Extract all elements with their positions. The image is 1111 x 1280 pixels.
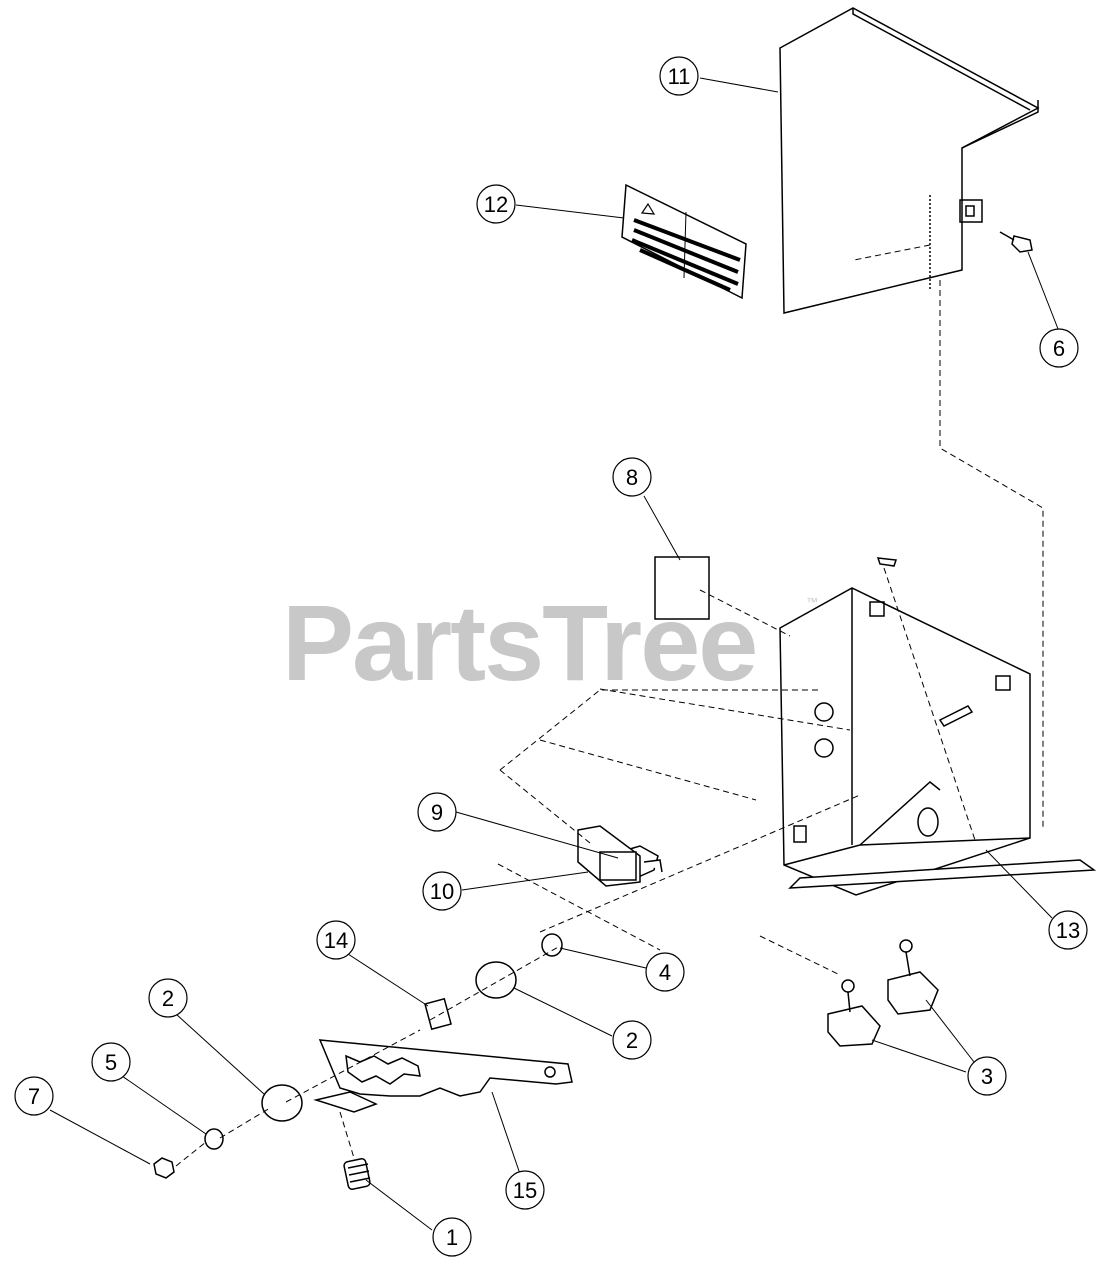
callout-1-label: 1	[446, 1225, 458, 1250]
callout-11-label: 11	[668, 64, 691, 89]
part-4-washer	[541, 933, 563, 957]
callout-5: 5	[91, 1042, 131, 1082]
part-6-screw	[999, 231, 1033, 253]
part-3-switches	[827, 939, 939, 1047]
callout-2-left: 2	[148, 978, 188, 1018]
callout-12-label: 12	[484, 192, 508, 217]
callout-12: 12	[476, 184, 516, 224]
part-7-nut	[153, 1157, 175, 1179]
callout-13: 13	[1048, 910, 1088, 950]
leader-lines	[49, 77, 1061, 1231]
callout-3: 3	[967, 1056, 1007, 1096]
callout-7: 7	[14, 1076, 54, 1116]
callout-9: 9	[417, 792, 457, 832]
callout-3-label: 3	[981, 1064, 993, 1089]
callout-6: 6	[1039, 328, 1079, 368]
part-2-spacer-right	[475, 961, 517, 999]
part-1-spring	[343, 1158, 371, 1190]
callout-2-left-label: 2	[162, 986, 174, 1011]
callout-8-label: 8	[626, 465, 638, 490]
callout-2-right-label: 2	[626, 1028, 638, 1053]
part-15-lever	[313, 1039, 573, 1113]
callout-15: 15	[505, 1170, 545, 1210]
part-5-washer	[204, 1128, 224, 1150]
callout-2-right: 2	[612, 1020, 652, 1060]
part-2-spacer-left	[261, 1084, 303, 1122]
callout-4: 4	[645, 952, 685, 992]
part-14-bushing	[424, 997, 452, 1031]
part-10-switch	[577, 825, 641, 887]
callout-8: 8	[612, 457, 652, 497]
callout-11: 11	[659, 56, 699, 96]
part-8-gasket	[654, 556, 710, 620]
callout-10-label: 10	[430, 879, 454, 904]
watermark: PartsTree ™	[282, 582, 818, 703]
callout-7-label: 7	[28, 1084, 40, 1109]
callouts: 11 12 6 8 9 10 13 14	[14, 56, 1088, 1257]
callout-13-label: 13	[1056, 918, 1080, 943]
assembly-lines	[175, 244, 1044, 1167]
callout-5-label: 5	[105, 1050, 117, 1075]
callout-6-label: 6	[1053, 336, 1065, 361]
callout-15-label: 15	[513, 1178, 537, 1203]
callout-14: 14	[316, 920, 356, 960]
callout-10: 10	[422, 871, 462, 911]
callout-4-label: 4	[659, 960, 671, 985]
callout-14-label: 14	[324, 928, 348, 953]
watermark-trademark: ™	[806, 595, 818, 609]
part-11-cover	[779, 7, 1040, 314]
callout-9-label: 9	[431, 800, 443, 825]
part-12-warning-label	[621, 183, 747, 300]
callout-1: 1	[432, 1217, 472, 1257]
